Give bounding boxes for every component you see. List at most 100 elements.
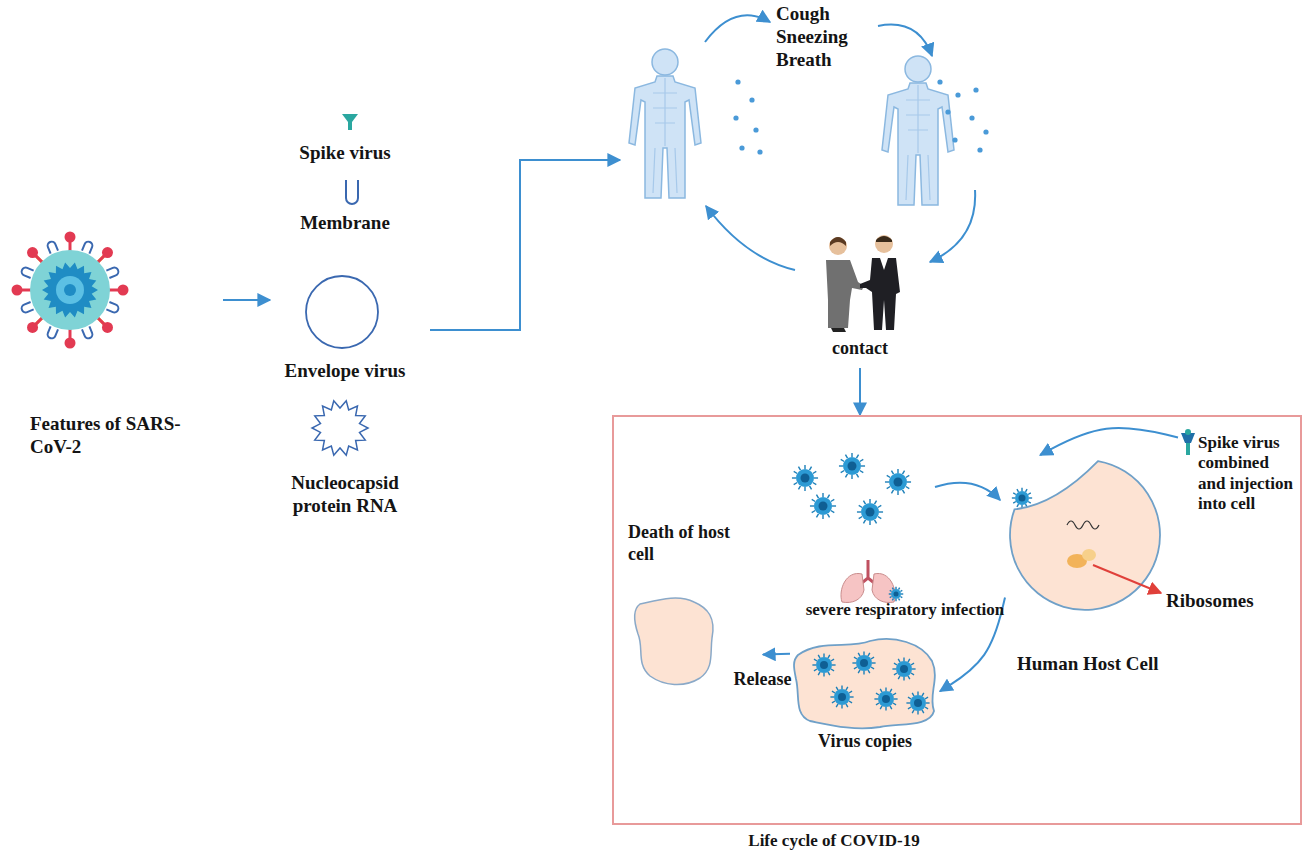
spike-callout: Spike virus combined and injection into … — [1178, 425, 1302, 550]
drawing-part — [836, 704, 838, 707]
ribosome — [1082, 549, 1096, 561]
drawing-part — [854, 667, 857, 669]
drawing-part — [1028, 502, 1031, 504]
drawing-part — [857, 511, 861, 512]
virus-particle — [852, 651, 875, 674]
drawing-part — [739, 145, 744, 150]
drawing-part — [1028, 493, 1031, 495]
dead-cell-node: Death of host cell — [628, 522, 763, 692]
drawing-part — [889, 593, 891, 594]
drawing-part — [885, 707, 886, 711]
handshake-figures — [826, 235, 900, 332]
virus-particle — [885, 469, 911, 495]
node-shape — [614, 417, 1300, 823]
membrane-icon — [346, 180, 358, 204]
host-cell-node: Human Host Cell — [1005, 455, 1225, 685]
drawing-part — [891, 471, 893, 475]
drawing-part — [852, 662, 856, 663]
drawing-part — [876, 236, 892, 242]
drawing-part — [705, 15, 770, 42]
drawing-part — [911, 663, 914, 665]
drawing-part — [834, 689, 850, 705]
drawing-part — [897, 491, 898, 495]
drawing-part — [65, 232, 76, 243]
drawing-part — [892, 668, 896, 669]
drawing-part — [926, 702, 930, 703]
drawing-part — [903, 490, 905, 494]
drawing-part — [845, 474, 847, 478]
drawing-part — [1026, 489, 1028, 492]
part-label: Ribosomes — [1166, 590, 1296, 613]
drawing-part — [814, 659, 817, 661]
drawing-part — [907, 481, 911, 482]
drawing-part — [912, 710, 914, 713]
drawing-part — [812, 511, 816, 513]
virus-particle — [830, 685, 853, 708]
drawing-part — [912, 693, 914, 696]
drawing-part — [899, 588, 900, 590]
drawing-part — [804, 487, 805, 491]
drawing-part — [854, 657, 857, 659]
drawing-part — [858, 653, 860, 656]
spike-icon — [342, 114, 358, 130]
drawing-part — [836, 687, 838, 690]
drawing-part — [858, 670, 860, 673]
drawing-part — [820, 661, 828, 669]
drawing-part — [65, 338, 76, 349]
drawing-part — [908, 659, 910, 662]
drawing-part — [82, 240, 94, 253]
drawing-part — [894, 698, 898, 699]
drawing-part — [841, 471, 845, 473]
drawing-part — [908, 707, 911, 709]
node-text: Life cycle of COVID-19 — [614, 831, 1054, 851]
drawing-part — [851, 475, 852, 479]
drawing-part — [42, 262, 98, 317]
drawing-part — [810, 505, 814, 506]
drawing-part — [841, 459, 845, 461]
node-text: Spike virus combined and injection into … — [1198, 433, 1300, 515]
drawing-part — [869, 499, 870, 503]
drawing-part — [885, 481, 889, 482]
drawing-part — [910, 695, 926, 711]
virus-particle — [889, 587, 904, 602]
drawing-part — [1017, 489, 1019, 492]
drawing-part — [846, 687, 848, 690]
drawing-part — [863, 501, 865, 505]
drawing-part — [30, 250, 110, 330]
drawing-part — [925, 707, 928, 709]
node-text: Features of SARS-CoV-2 — [30, 413, 215, 459]
node-text: Virus copies — [790, 731, 940, 753]
drawing-part — [906, 487, 910, 489]
drawing-part — [814, 669, 817, 671]
drawing-part — [891, 490, 893, 494]
drawing-part — [106, 266, 119, 278]
drawing-part — [955, 92, 960, 97]
drawing-part — [850, 696, 854, 697]
drawing-part — [863, 520, 865, 524]
drawing-part — [917, 711, 918, 715]
node-text: Death of host cell — [628, 522, 748, 565]
node-text: contact — [800, 338, 920, 360]
drawing-part — [871, 667, 874, 669]
flow-arrows — [705, 15, 1000, 500]
drawing-part — [826, 260, 864, 328]
drawing-part — [848, 462, 857, 471]
drawing-part — [801, 474, 810, 483]
drawing-part — [899, 598, 900, 600]
drawing-part — [845, 455, 847, 459]
drawing-part — [816, 495, 818, 499]
drawing-part — [20, 266, 33, 278]
drawing-part — [1185, 429, 1191, 435]
drawing-part — [822, 493, 823, 497]
drawing-part — [894, 592, 899, 597]
drawing-part — [832, 701, 835, 703]
drawing-part — [983, 129, 988, 134]
drawing-part — [875, 501, 877, 505]
drawing-part — [818, 655, 820, 658]
drawing-part — [841, 685, 842, 689]
drawing-part — [860, 659, 868, 667]
drawing-part — [653, 78, 677, 193]
drawing-part — [887, 487, 891, 489]
drawing-part — [839, 465, 843, 466]
drawing-part — [861, 465, 865, 466]
